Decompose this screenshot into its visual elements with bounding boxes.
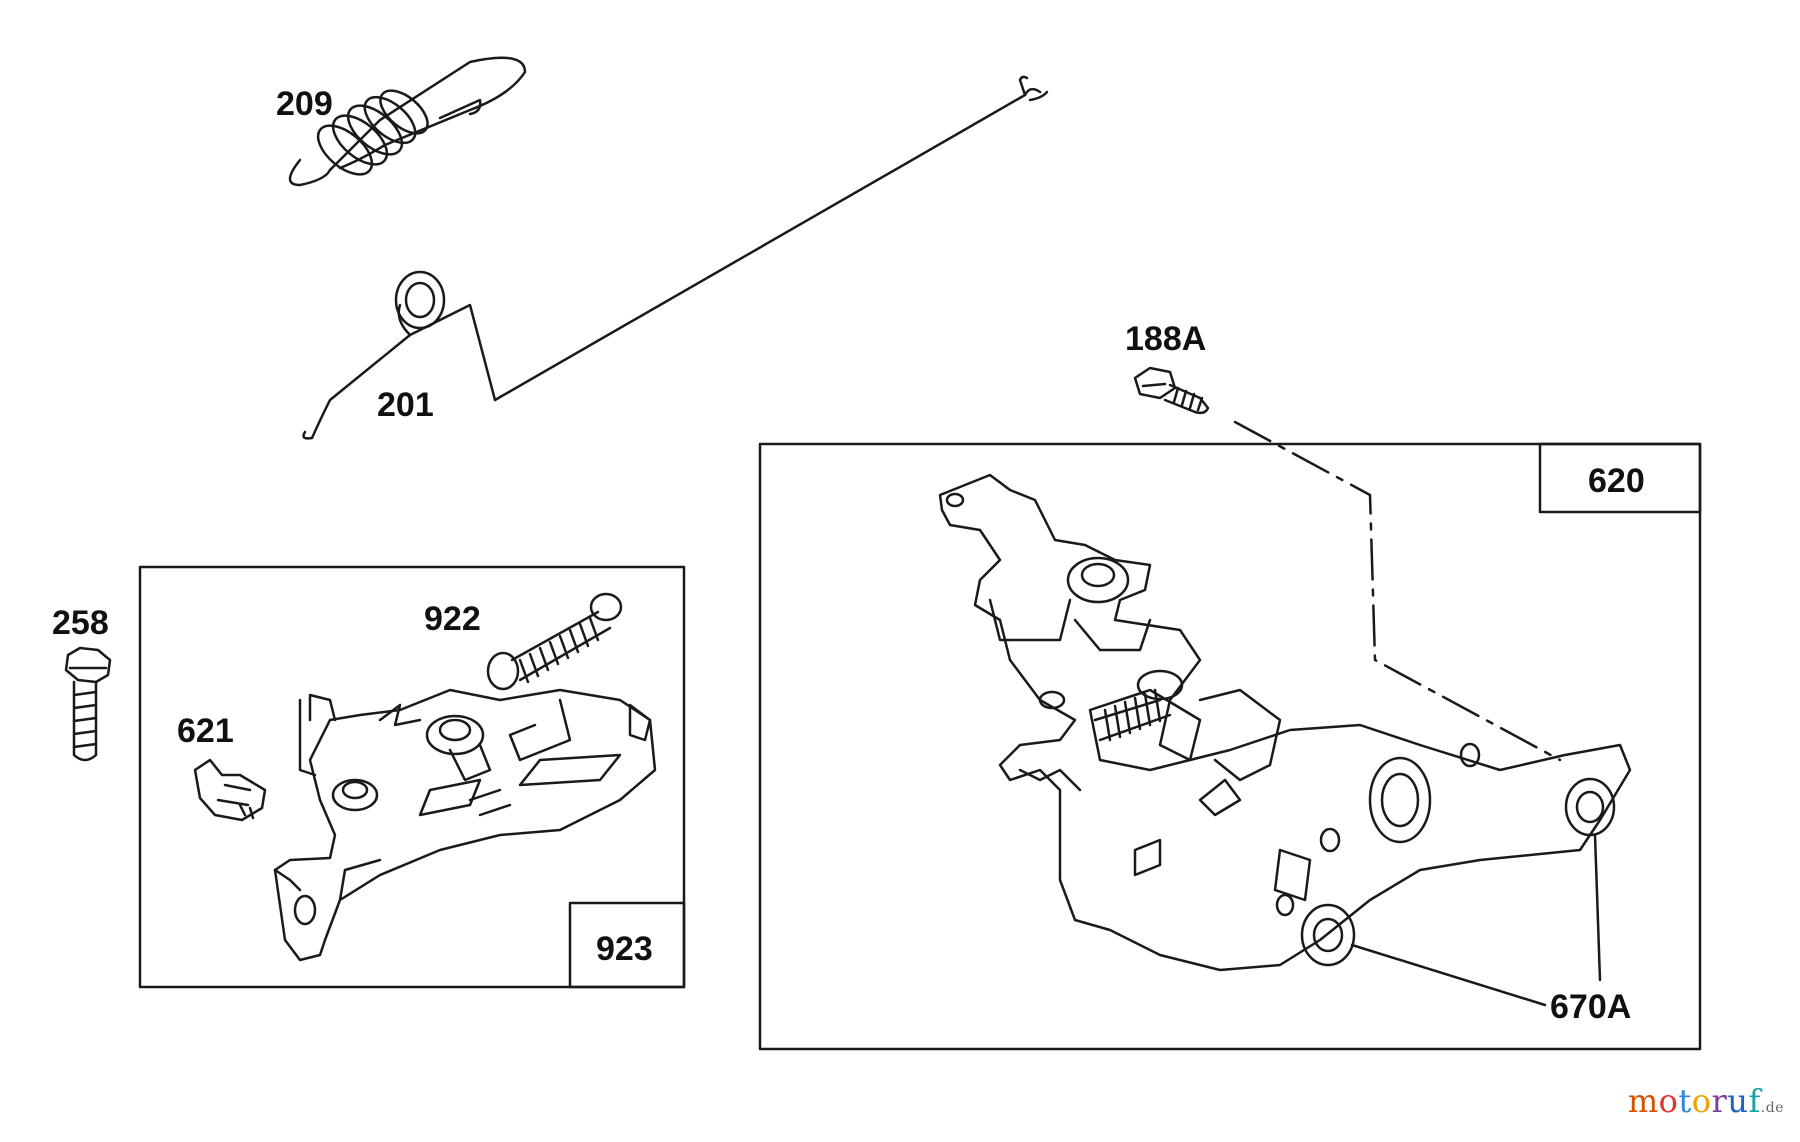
label-922: 922: [424, 600, 481, 638]
part-922-spring: [486, 592, 623, 691]
leader-670a-a: [1350, 943, 1547, 1007]
part-923-control-plate: [273, 688, 657, 962]
box-923-tag: [568, 901, 686, 989]
label-209: 209: [276, 85, 333, 123]
part-620-bracket-assembly: [938, 473, 1632, 972]
label-620: 620: [1588, 462, 1645, 500]
part-209-spring: [288, 56, 527, 187]
leader-188a: [1233, 420, 1562, 762]
leader-670a-b: [1593, 833, 1602, 982]
label-670a: 670A: [1550, 988, 1631, 1026]
box-620-tag: [1538, 442, 1702, 514]
box-620-frame: [758, 442, 1702, 1051]
watermark-logo: motoruf.de: [1627, 1082, 1784, 1120]
label-201: 201: [377, 386, 434, 424]
label-258: 258: [52, 604, 109, 642]
part-258-bolt: [64, 646, 112, 762]
label-923: 923: [596, 930, 653, 968]
box-923-frame: [138, 565, 686, 989]
part-621-clip: [193, 758, 267, 822]
label-621: 621: [177, 712, 234, 750]
part-188a-screw: [1133, 366, 1210, 415]
label-188a: 188A: [1125, 320, 1206, 358]
part-201-rod: [302, 75, 1049, 440]
